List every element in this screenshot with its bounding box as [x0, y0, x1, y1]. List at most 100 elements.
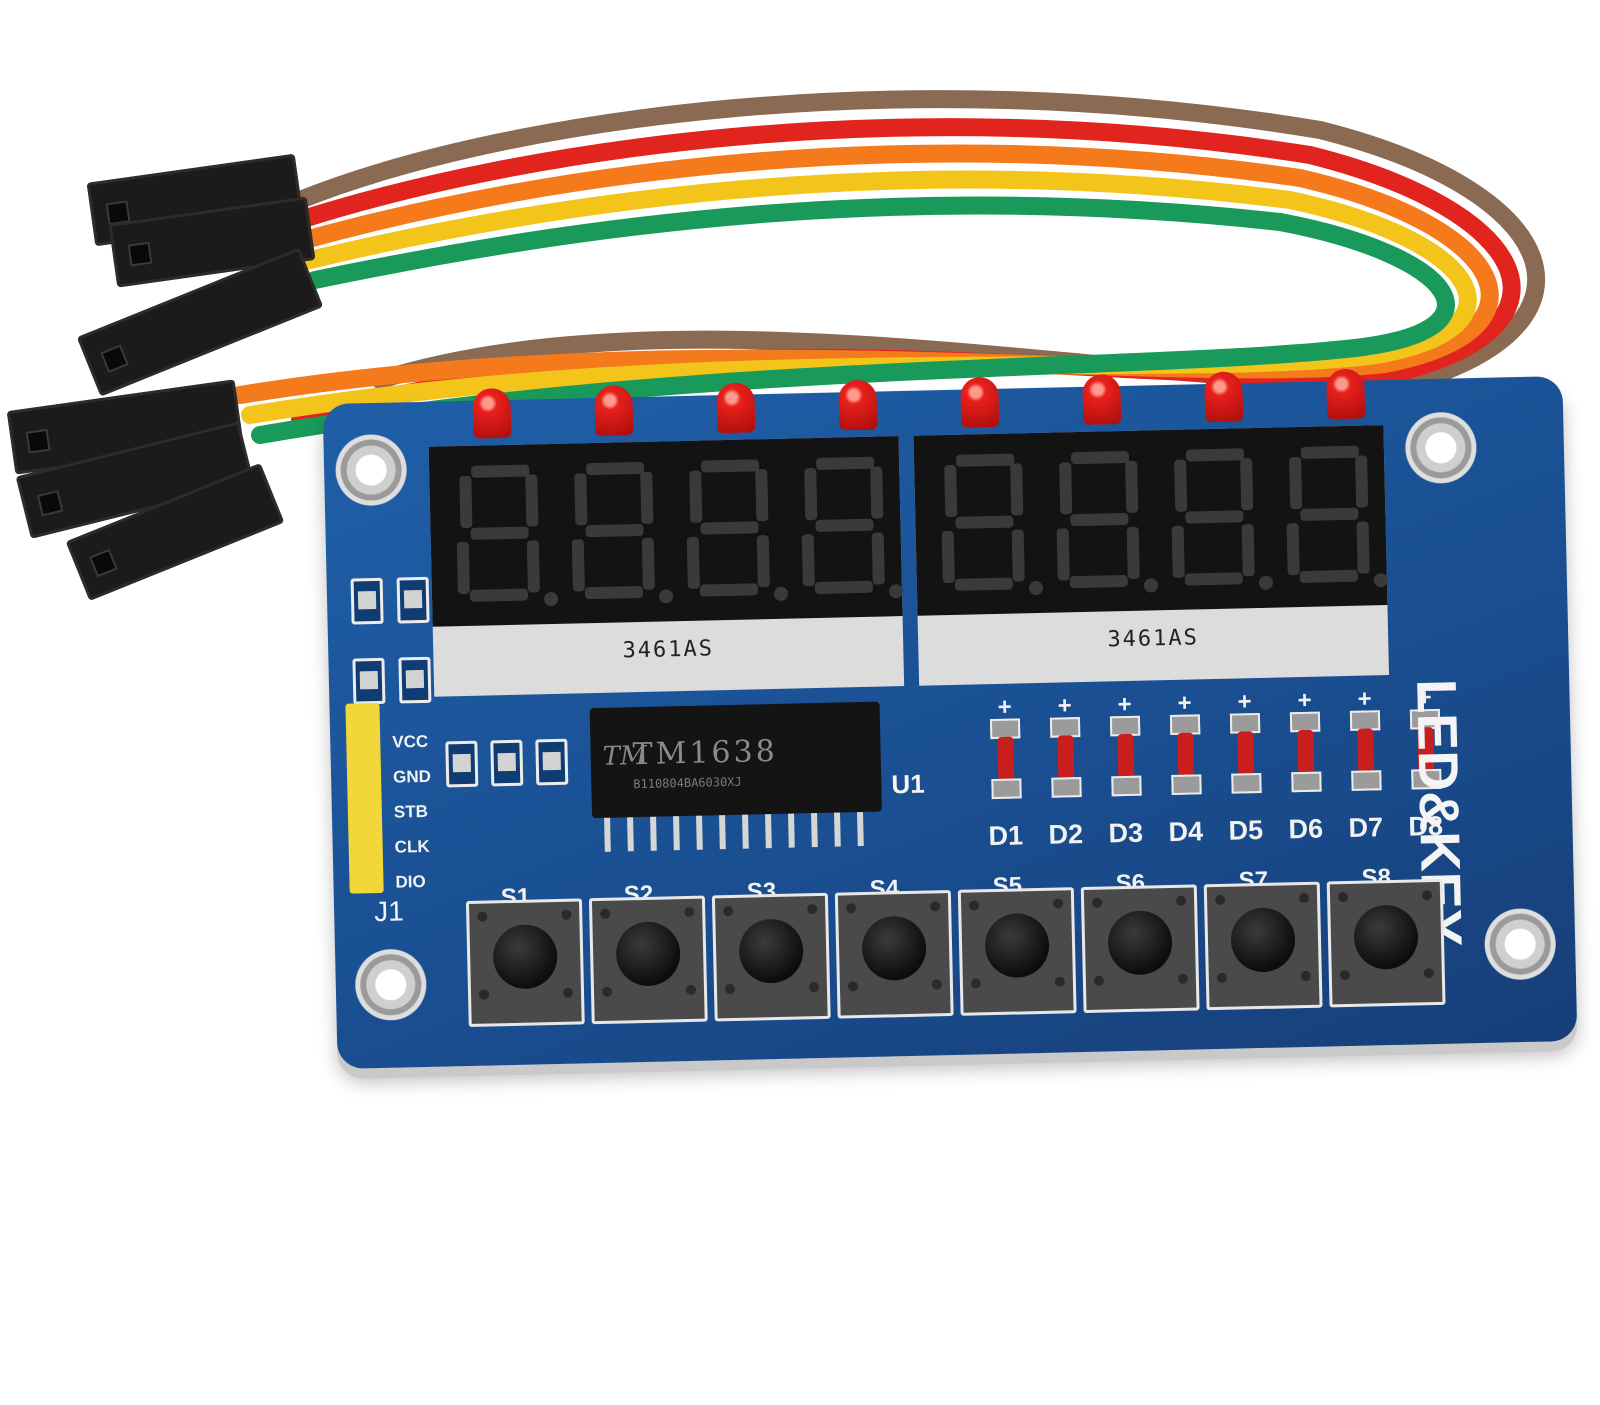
diode-pad — [1111, 775, 1142, 797]
diode-pad — [1171, 774, 1202, 795]
tactile-button-s1[interactable] — [465, 898, 585, 1027]
chip-pin — [765, 814, 772, 849]
tactile-button-s7[interactable] — [1203, 881, 1323, 1011]
button-corner-dot — [930, 901, 941, 912]
red-led — [1326, 368, 1366, 420]
button-cap[interactable] — [1230, 907, 1296, 973]
segment — [689, 470, 703, 523]
pin-label-clk: CLK — [394, 836, 430, 857]
segment — [700, 459, 760, 473]
segment — [755, 469, 769, 522]
segment — [1185, 510, 1244, 524]
segment — [1185, 448, 1245, 462]
smd-diode — [1349, 710, 1382, 791]
mounting-hole-top-left — [333, 432, 409, 508]
button-corner-dot — [723, 905, 734, 917]
segment — [955, 515, 1014, 529]
decimal-point — [1028, 580, 1044, 596]
button-corner-dot — [477, 911, 488, 922]
tactile-button-s8[interactable] — [1326, 878, 1446, 1008]
button-corner-dot — [561, 909, 572, 920]
pin-header-j1[interactable] — [345, 702, 384, 894]
diode-label-d6: D6 — [1288, 813, 1324, 845]
display-face — [913, 425, 1389, 616]
tactile-button-s4[interactable] — [834, 890, 954, 1019]
segment — [640, 471, 654, 524]
segment — [1069, 574, 1128, 589]
display-part-label: 3461AS — [1107, 625, 1200, 653]
segment — [955, 453, 1015, 467]
button-corner-dot — [1300, 970, 1311, 982]
chip-pin — [742, 814, 749, 849]
button-corner-dot — [478, 989, 490, 1000]
segment — [1125, 460, 1139, 513]
tactile-button-s6[interactable] — [1080, 884, 1200, 1014]
diode-body — [1297, 729, 1315, 775]
digit — [451, 464, 559, 616]
header-ref-label: J1 — [373, 895, 405, 928]
smd-diode — [1289, 711, 1322, 793]
button-cap[interactable] — [984, 912, 1050, 979]
chip-ref-label: U1 — [891, 768, 925, 800]
segment — [1299, 569, 1358, 584]
segment — [571, 539, 585, 592]
segment — [941, 530, 955, 584]
button-corner-dot — [807, 904, 818, 915]
red-led — [960, 376, 1000, 428]
button-cap[interactable] — [861, 915, 927, 982]
tactile-button-s5[interactable] — [957, 887, 1077, 1016]
digit — [1166, 448, 1274, 600]
segment — [1356, 521, 1370, 574]
segment — [814, 580, 874, 595]
button-corner-dot — [1053, 898, 1064, 909]
segment — [584, 585, 644, 600]
red-led — [1204, 371, 1244, 423]
button-cap[interactable] — [615, 921, 681, 987]
decimal-point — [1143, 578, 1159, 593]
segment — [686, 536, 700, 589]
pin-label-gnd: GND — [392, 766, 432, 787]
chip-pin — [834, 812, 841, 847]
tactile-button-s3[interactable] — [711, 892, 831, 1022]
chip-marking: TM1638 — [632, 733, 779, 773]
button-cap[interactable] — [1353, 904, 1419, 970]
tactile-button-s2[interactable] — [588, 895, 708, 1025]
button-corner-dot — [1177, 973, 1188, 984]
button-cap[interactable] — [1107, 910, 1173, 976]
decimal-point — [658, 589, 674, 604]
segment — [586, 461, 645, 476]
button-corner-dot — [970, 978, 982, 989]
button-corner-dot — [724, 983, 736, 995]
red-led — [838, 379, 878, 431]
smd-pad-1 — [350, 577, 384, 625]
button-corner-dot — [808, 982, 820, 993]
decimal-point — [888, 584, 904, 599]
segment — [954, 577, 1013, 591]
smd-diode — [1109, 715, 1142, 797]
button-corner-dot — [685, 984, 697, 996]
segment — [1241, 524, 1255, 577]
segment — [1010, 463, 1024, 516]
smd-pad-2 — [396, 576, 430, 624]
button-corner-dot — [1054, 976, 1066, 987]
segment — [469, 588, 529, 602]
smd-diode — [1169, 714, 1202, 795]
segment — [1011, 529, 1025, 582]
button-cap[interactable] — [738, 918, 804, 984]
segment — [471, 464, 530, 478]
segment — [1184, 572, 1243, 586]
segment — [944, 464, 958, 518]
button-cap[interactable] — [492, 923, 558, 990]
chip-pin — [811, 813, 818, 848]
smd-pad-3 — [352, 657, 386, 705]
diode-label-d3: D3 — [1108, 817, 1144, 849]
digit — [681, 459, 789, 611]
diode-body — [1237, 731, 1255, 776]
smd-diode — [1229, 712, 1262, 794]
button-corner-dot — [1214, 894, 1226, 906]
diode-pad — [991, 778, 1022, 800]
diode-body — [997, 736, 1015, 781]
segment — [871, 532, 885, 585]
